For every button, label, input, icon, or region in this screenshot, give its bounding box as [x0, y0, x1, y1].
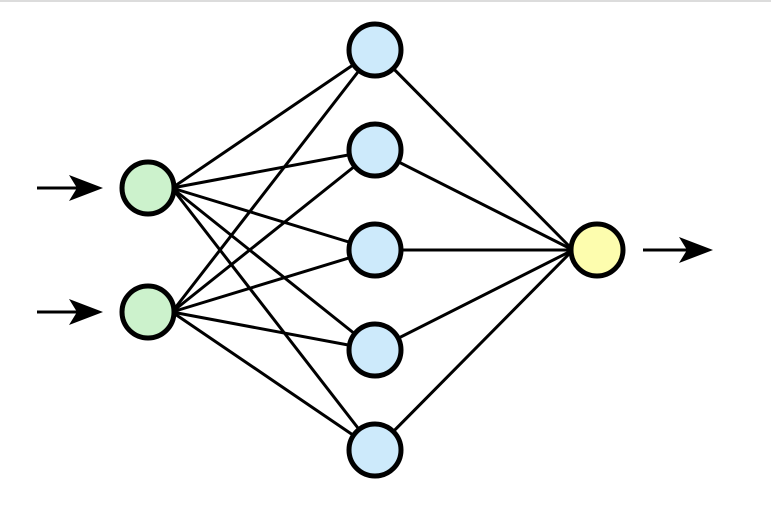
edge-input-1-to-hidden-4 — [171, 186, 376, 352]
edge-hidden-4-to-output-1 — [374, 248, 574, 352]
edge-hidden-1-to-output-1 — [373, 48, 575, 252]
input-node-2 — [119, 283, 177, 341]
edge-input-2-to-hidden-4 — [171, 310, 376, 352]
edge-input-2-to-hidden-5 — [171, 310, 376, 452]
hidden-node-2 — [346, 121, 404, 179]
input-node-1 — [119, 159, 177, 217]
edge-input-2-to-hidden-1 — [170, 49, 377, 313]
edge-input-1-to-hidden-3 — [171, 186, 376, 252]
edge-input-2-to-hidden-2 — [171, 148, 376, 314]
input-arrow-2-head-icon — [69, 299, 103, 325]
edge-hidden-2-to-output-1 — [374, 148, 574, 252]
top-border-line — [0, 0, 771, 2]
hidden-node-1 — [346, 21, 404, 79]
edge-input-2-to-hidden-3 — [171, 248, 376, 314]
hidden-node-5 — [346, 421, 404, 479]
output-node-1 — [568, 221, 626, 279]
edge-hidden-5-to-output-1 — [373, 248, 575, 452]
hidden-node-4 — [346, 321, 404, 379]
edge-input-1-to-hidden-1 — [171, 48, 376, 190]
input-arrow-1-head-icon — [69, 175, 103, 201]
output-arrow-head-icon — [679, 237, 713, 263]
hidden-node-3 — [346, 221, 404, 279]
edge-input-1-to-hidden-5 — [170, 187, 377, 451]
edge-input-1-to-hidden-2 — [171, 148, 376, 190]
